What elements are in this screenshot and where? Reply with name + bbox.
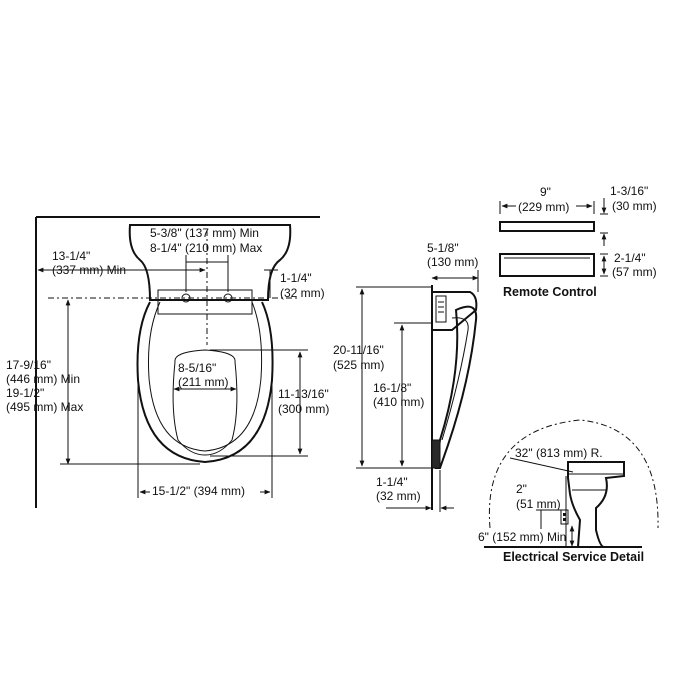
label-13-1-4: 13-1/4" xyxy=(52,249,90,263)
label-410: (410 mm) xyxy=(373,395,424,409)
tank-outline xyxy=(128,224,292,301)
side-lid-inner xyxy=(441,317,469,441)
label-15-1-2: 15-1/2" (394 mm) xyxy=(152,484,245,498)
label-300: (300 mm) xyxy=(278,402,329,416)
label-11-13-16: 11-13/16" xyxy=(278,387,329,401)
side-seat-base xyxy=(431,439,441,469)
label-1-1-4: 1-1/4" xyxy=(376,475,408,489)
label-2-1-4: 2-1/4" xyxy=(614,251,646,265)
label-17-9-16: 17-9/16" xyxy=(6,358,51,372)
bowl-opening xyxy=(172,349,238,456)
label-20-11-16: 20-11/16" xyxy=(333,343,384,357)
label-6-min: 6" (152 mm) Min xyxy=(478,530,566,544)
label-1-1-4-top: 1-1/4" xyxy=(280,271,312,285)
radius-leader xyxy=(509,457,574,473)
label-337-min: (337 mm) Min xyxy=(52,263,126,277)
label-2: 2" xyxy=(516,482,527,496)
label-57: (57 mm) xyxy=(612,265,657,279)
front-view: 13-1/4" (337 mm) Min 5-3/8" (137 mm) Min… xyxy=(6,216,329,508)
side-view: 5-1/8" (130 mm) 20-11/16" (525 mm) 16-1/… xyxy=(333,241,479,512)
label-446-min: (446 mm) Min xyxy=(6,372,80,386)
label-32-radius: 32" (813 mm) R. xyxy=(515,446,603,460)
label-5-1-8: 5-1/8" xyxy=(427,241,459,255)
label-495-max: (495 mm) Max xyxy=(6,400,83,414)
label-32-top: (32 mm) xyxy=(280,286,325,300)
label-5-3-8: 5-3/8" (137 mm) Min xyxy=(150,226,259,240)
label-30: (30 mm) xyxy=(612,199,657,213)
remote-side-view xyxy=(499,253,595,277)
label-16-1-8: 16-1/8" xyxy=(373,381,411,395)
label-9: 9" xyxy=(540,185,551,199)
label-bg-15-1-2 xyxy=(150,484,260,498)
side-hinge-detail xyxy=(435,295,447,323)
label-8-1-4: 8-1/4" (210 mm) Max xyxy=(150,241,262,255)
label-1-3-16: 1-3/16" xyxy=(610,184,648,198)
side-lid-profile xyxy=(434,305,478,469)
service-toilet-outline xyxy=(567,461,625,548)
service-radius-arc xyxy=(488,419,659,529)
remote-control-detail: 9" (229 mm) 1-3/16" (30 mm) 2-1/4" (57 m… xyxy=(499,184,657,299)
label-525: (525 mm) xyxy=(333,358,384,372)
label-8-5-16: 8-5/16" xyxy=(178,361,216,375)
electrical-outlet xyxy=(560,509,569,525)
electrical-service-detail: 32" (813 mm) R. 2" (51 mm) 6" (152 mm) M… xyxy=(478,419,659,564)
label-229: (229 mm) xyxy=(518,200,569,214)
label-19-1-2: 19-1/2" xyxy=(6,386,44,400)
remote-control-title: Remote Control xyxy=(503,285,597,299)
side-hinge-body xyxy=(431,291,478,331)
label-211: (211 mm) xyxy=(178,375,228,389)
seat-inner xyxy=(148,301,263,452)
label-130: (130 mm) xyxy=(427,255,478,269)
hinge-plate xyxy=(157,289,253,315)
electrical-service-title: Electrical Service Detail xyxy=(503,550,644,564)
label-bg-229 xyxy=(516,199,576,213)
label-51: (51 mm) xyxy=(516,497,561,511)
seat-outer xyxy=(136,301,274,464)
remote-top-view xyxy=(499,221,595,232)
label-32: (32 mm) xyxy=(376,489,421,503)
